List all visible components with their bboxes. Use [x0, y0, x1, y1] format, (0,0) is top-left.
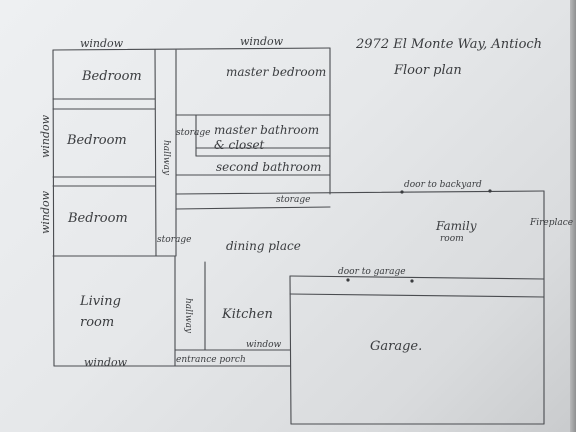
room-master-bathroom-line2: & closet: [214, 138, 265, 152]
room-master-bedroom: master bedroom: [226, 65, 327, 79]
room-second-bathroom: second bathroom: [216, 160, 322, 174]
room-garage: Garage.: [370, 339, 423, 354]
door-mark-backyard-left: [400, 190, 404, 194]
room-master-bathroom-line1: master bathroom: [214, 123, 320, 137]
garage-top-2: [289, 293, 545, 298]
room-living-line2: room: [80, 315, 115, 330]
wall-left: [52, 49, 55, 367]
plan-subtitle: Floor plan: [394, 63, 462, 78]
window-label-top-right: window: [240, 35, 284, 48]
door-garage-label: door to garage: [338, 267, 406, 277]
room-living-line1: Living: [80, 294, 121, 309]
paper-edge-shadow: [570, 0, 576, 432]
wall-hall-left: [154, 49, 157, 257]
window-label-bottom: window: [84, 356, 128, 369]
window-label-left-upper: window: [39, 114, 52, 158]
wall-storage-bottom: [175, 206, 331, 210]
room-family-line2: room: [440, 234, 464, 244]
fireplace-label: Fireplace: [530, 218, 574, 228]
garage-top: [289, 275, 545, 280]
door-mark-garage-left: [346, 278, 350, 282]
entrance-porch-label: entrance porch: [176, 355, 246, 365]
garage-left: [289, 275, 292, 425]
address-title: 2972 El Monte Way, Antioch: [356, 37, 543, 52]
room-bedroom-lower: Bedroom: [68, 211, 128, 226]
window-label-left-lower: window: [39, 190, 52, 234]
room-bedroom-top: Bedroom: [82, 69, 142, 84]
wall-top: [52, 47, 331, 51]
room-kitchen: Kitchen: [222, 307, 273, 322]
door-mark-backyard-right: [488, 189, 492, 193]
door-mark-garage-right: [410, 279, 414, 283]
hallway-label-upper: hallway: [161, 140, 171, 176]
window-label-kitchen: window: [246, 340, 282, 350]
storage-label-upper: storage: [176, 128, 211, 138]
room-dining-place: dining place: [226, 239, 301, 253]
door-backyard-label: door to backyard: [404, 180, 482, 190]
hallway-label-lower: hallway: [183, 298, 193, 334]
window-label-top-left: window: [80, 37, 124, 50]
storage-label-corridor: storage: [276, 195, 311, 205]
room-bedroom-middle: Bedroom: [67, 133, 127, 148]
storage-label-hall: storage: [157, 235, 192, 245]
wall-storage-top: [175, 190, 545, 195]
room-family-line1: Family: [436, 219, 477, 233]
